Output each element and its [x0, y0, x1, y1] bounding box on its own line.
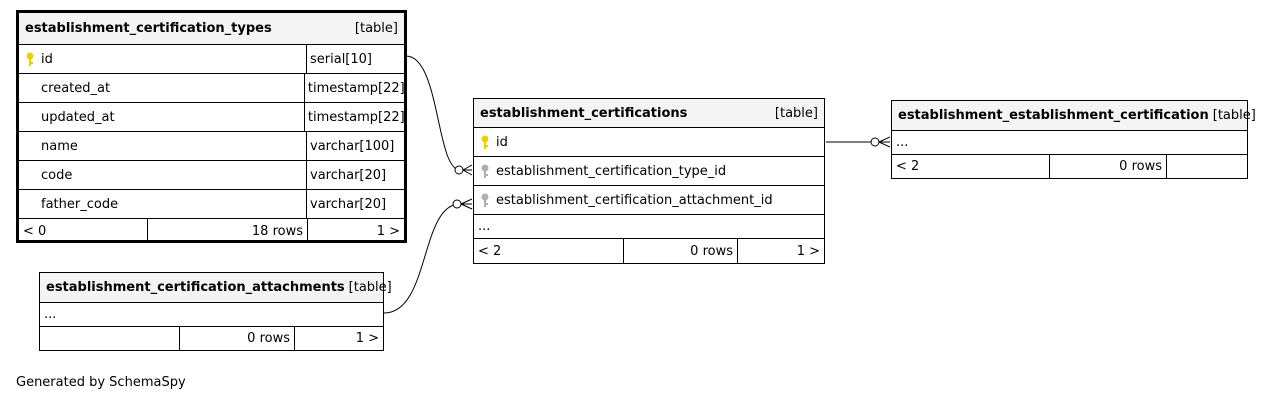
column-row[interactable]: id serial[10]	[19, 45, 404, 74]
parents-count[interactable]: < 0	[23, 223, 47, 239]
column-row[interactable]: code varchar[20]	[19, 161, 404, 190]
column-row[interactable]: father_code varchar[20]	[19, 190, 404, 219]
column-row[interactable]: updated_at timestamp[22]	[19, 103, 404, 132]
row-count: 0 rows	[179, 327, 294, 350]
more-columns: ...	[892, 131, 1247, 155]
more-columns: ...	[40, 303, 383, 327]
table-kind: [table]	[348, 280, 392, 295]
edge-types-to-certifications	[405, 55, 461, 171]
parents-count[interactable]: < 2	[896, 159, 920, 174]
row-count: 0 rows	[623, 239, 737, 263]
row-count: 18 rows	[147, 219, 307, 243]
foreign-key-icon	[474, 164, 496, 179]
column-name: father_code	[41, 196, 119, 212]
column-type: varchar[20]	[310, 167, 387, 183]
column-type: serial[10]	[310, 51, 372, 67]
generated-by-credit: Generated by SchemaSpy	[16, 375, 186, 390]
foreign-key-icon	[474, 193, 496, 208]
column-type: varchar[20]	[310, 196, 387, 212]
column-name: name	[41, 138, 78, 154]
column-type: timestamp[22]	[307, 80, 404, 96]
parents-count[interactable]: < 2	[478, 243, 502, 259]
column-name: id	[496, 134, 508, 150]
primary-key-icon	[474, 135, 496, 150]
column-name: establishment_certification_attachment_i…	[496, 192, 773, 208]
column-name: created_at	[41, 80, 111, 96]
column-row[interactable]: id	[474, 128, 824, 157]
table-name: establishment_certification_types	[25, 21, 272, 36]
table-header: establishment_establishment_certificatio…	[892, 101, 1256, 131]
table-establishment-certification-types[interactable]: establishment_certification_types [table…	[16, 10, 407, 243]
crowfoot-link	[870, 136, 891, 148]
table-header: establishment_certification_types [table…	[19, 13, 404, 45]
table-establishment-certification-attachments[interactable]: establishment_certification_attachments …	[39, 272, 392, 351]
table-kind: [table]	[774, 105, 818, 121]
children-count[interactable]	[1166, 155, 1247, 178]
crowfoot-attachments	[452, 198, 473, 210]
table-kind: [table]	[1212, 108, 1256, 123]
table-establishment-certifications[interactable]: establishment_certifications [table] id …	[473, 98, 825, 264]
table-header: establishment_certification_attachments …	[40, 273, 392, 303]
table-name: establishment_establishment_certificatio…	[898, 108, 1209, 123]
table-footer: < 2 0 rows 1 >	[474, 239, 824, 263]
children-count[interactable]: 1 >	[737, 239, 824, 263]
column-row[interactable]: name varchar[100]	[19, 132, 404, 161]
crowfoot-types	[454, 164, 473, 176]
column-row[interactable]: establishment_certification_attachment_i…	[474, 186, 824, 215]
column-name: code	[41, 167, 73, 183]
parents-count[interactable]	[40, 327, 179, 350]
column-type: varchar[100]	[310, 138, 395, 154]
edge-attachments-to-certifications	[383, 203, 461, 314]
table-footer: < 2 0 rows	[892, 155, 1247, 178]
more-columns: ...	[474, 215, 824, 239]
table-establishment-establishment-certification[interactable]: establishment_establishment_certificatio…	[891, 100, 1256, 179]
table-footer: 0 rows 1 >	[40, 327, 383, 350]
table-kind: [table]	[354, 21, 398, 36]
column-name: updated_at	[41, 109, 115, 125]
table-header: establishment_certifications [table]	[474, 99, 824, 128]
primary-key-icon	[19, 52, 41, 67]
column-row[interactable]: created_at timestamp[22]	[19, 74, 404, 103]
table-footer: < 0 18 rows 1 >	[19, 219, 404, 243]
column-name: id	[41, 51, 53, 67]
column-row[interactable]: establishment_certification_type_id	[474, 157, 824, 186]
column-name: establishment_certification_type_id	[496, 163, 727, 179]
table-name: establishment_certification_attachments	[46, 280, 345, 295]
column-type: timestamp[22]	[307, 109, 404, 125]
table-name: establishment_certifications	[480, 105, 688, 121]
children-count[interactable]: 1 >	[294, 327, 383, 350]
row-count: 0 rows	[1049, 155, 1166, 178]
children-count[interactable]: 1 >	[307, 219, 404, 243]
